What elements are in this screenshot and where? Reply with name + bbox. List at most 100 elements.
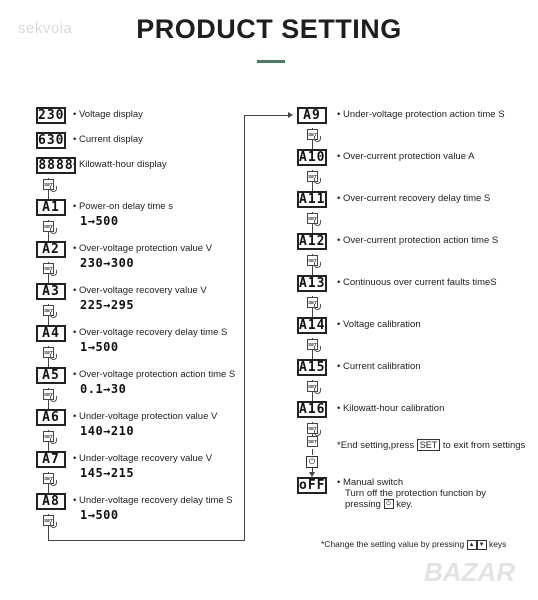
hand-icon — [314, 430, 321, 436]
connector-top — [244, 115, 290, 116]
end-connector — [312, 449, 313, 455]
label-a15: • Current calibration — [337, 361, 421, 372]
set-button[interactable]: SET — [307, 423, 318, 434]
lcd-a14: A14 — [297, 317, 327, 334]
set-button[interactable]: SET — [307, 255, 318, 266]
lcd-a11: A11 — [297, 191, 327, 208]
label-a10: • Over-current protection value A — [337, 151, 475, 162]
power-arrow — [309, 472, 315, 477]
down-key-icon: ▼ — [476, 539, 487, 550]
label-a6: • Under-voltage protection value V — [73, 411, 218, 422]
label-a5: • Over-voltage protection action time S — [73, 369, 236, 380]
hand-icon — [314, 262, 321, 268]
label-8888: • Kilowatt-hour display — [73, 159, 167, 170]
set-button[interactable]: SET — [43, 179, 54, 190]
lcd-a7: A7 — [36, 451, 66, 468]
lcd-a2: A2 — [36, 241, 66, 258]
set-button[interactable]: SET — [307, 129, 318, 140]
lcd-a12: A12 — [297, 233, 327, 250]
page-title: PRODUCT SETTING — [136, 14, 402, 44]
power-key-icon: ⏻ — [383, 499, 394, 510]
hand-icon — [50, 354, 57, 360]
hand-icon — [50, 270, 57, 276]
up-key-icon: ▲ — [466, 539, 477, 550]
set-button[interactable]: SET — [43, 431, 54, 442]
end-set-button[interactable]: SET — [307, 436, 318, 447]
hand-icon — [314, 388, 321, 394]
power-connector — [312, 468, 313, 473]
label-a1: • Power-on delay time s — [73, 201, 173, 212]
hand-icon — [50, 312, 57, 318]
hand-icon — [50, 228, 57, 234]
change-setting-note: *Change the setting value by pressing ▲▼… — [321, 539, 507, 550]
lcd-a9: A9 — [297, 107, 327, 124]
label-a2: • Over-voltage protection value V — [73, 243, 213, 254]
lcd-a16: A16 — [297, 401, 327, 418]
range-a1: 1→500 — [80, 214, 119, 228]
label-a7: • Under-voltage recovery value V — [73, 453, 213, 464]
set-button[interactable]: SET — [43, 515, 54, 526]
set-key-icon: SET — [416, 439, 441, 451]
hand-icon — [50, 522, 57, 528]
set-button[interactable]: SET — [307, 213, 318, 224]
connector-arrow — [288, 112, 293, 118]
lcd-a5: A5 — [36, 367, 66, 384]
label-a12: • Over-current protection action time S — [337, 235, 499, 246]
set-button[interactable]: SET — [43, 389, 54, 400]
lcd-a10: A10 — [297, 149, 327, 166]
label-a11: • Over-current recovery delay time S — [337, 193, 491, 204]
lcd-a1: A1 — [36, 199, 66, 216]
set-button[interactable]: SET — [307, 339, 318, 350]
set-button[interactable]: SET — [307, 297, 318, 308]
connector-up — [244, 115, 245, 541]
lcd-a15: A15 — [297, 359, 327, 376]
range-a5: 0.1→30 — [80, 382, 127, 396]
set-button[interactable]: SET — [43, 347, 54, 358]
lcd-a13: A13 — [297, 275, 327, 292]
hand-icon — [50, 186, 57, 192]
hand-icon — [50, 480, 57, 486]
label-a16: • Kilowatt-hour calibration — [337, 403, 445, 414]
hand-icon — [50, 396, 57, 402]
label-a4: • Over-voltage recovery delay time S — [73, 327, 228, 338]
set-button[interactable]: SET — [43, 263, 54, 274]
label-230: • Voltage display — [73, 109, 143, 120]
set-button[interactable]: SET — [307, 171, 318, 182]
hand-icon — [50, 438, 57, 444]
lcd-630: 630 — [36, 132, 66, 149]
range-a3: 225→295 — [80, 298, 135, 312]
range-a7: 145→215 — [80, 466, 135, 480]
label-a8: • Under-voltage recovery delay time S — [73, 495, 233, 506]
label-a13: • Continuous over current faults timeS — [337, 277, 497, 288]
connector-left-down — [48, 528, 49, 540]
hand-icon — [314, 220, 321, 226]
lcd-a4: A4 — [36, 325, 66, 342]
lcd-a3: A3 — [36, 283, 66, 300]
set-button[interactable]: SET — [307, 381, 318, 392]
watermark-text: sekvoia — [18, 20, 73, 37]
set-button[interactable]: SET — [43, 473, 54, 484]
set-button[interactable]: SET — [43, 305, 54, 316]
manual-text: • Manual switch Turn off the protection … — [337, 477, 487, 510]
lcd-a8: A8 — [36, 493, 66, 510]
range-a4: 1→500 — [80, 340, 119, 354]
lcd-off: oFF — [297, 477, 327, 494]
range-a6: 140→210 — [80, 424, 135, 438]
end-setting-text: *End setting,press SET to exit from sett… — [337, 439, 526, 451]
set-button[interactable]: SET — [43, 221, 54, 232]
hand-icon — [314, 346, 321, 352]
range-a8: 1→500 — [80, 508, 119, 522]
hand-icon — [314, 136, 321, 142]
lcd-a6: A6 — [36, 409, 66, 426]
hand-icon — [314, 178, 321, 184]
power-button-icon[interactable]: ⏻ — [306, 456, 318, 468]
range-a2: 230→300 — [80, 256, 135, 270]
label-a14: • Voltage calibration — [337, 319, 421, 330]
lcd-8888: 8888 — [36, 157, 76, 174]
brand-logo: BAZAR — [424, 557, 515, 587]
label-a9: • Under-voltage protection action time S — [337, 109, 505, 120]
hand-icon — [314, 304, 321, 310]
connector-bottom — [48, 540, 244, 541]
lcd-230: 230 — [36, 107, 66, 124]
title-underline — [257, 60, 285, 63]
